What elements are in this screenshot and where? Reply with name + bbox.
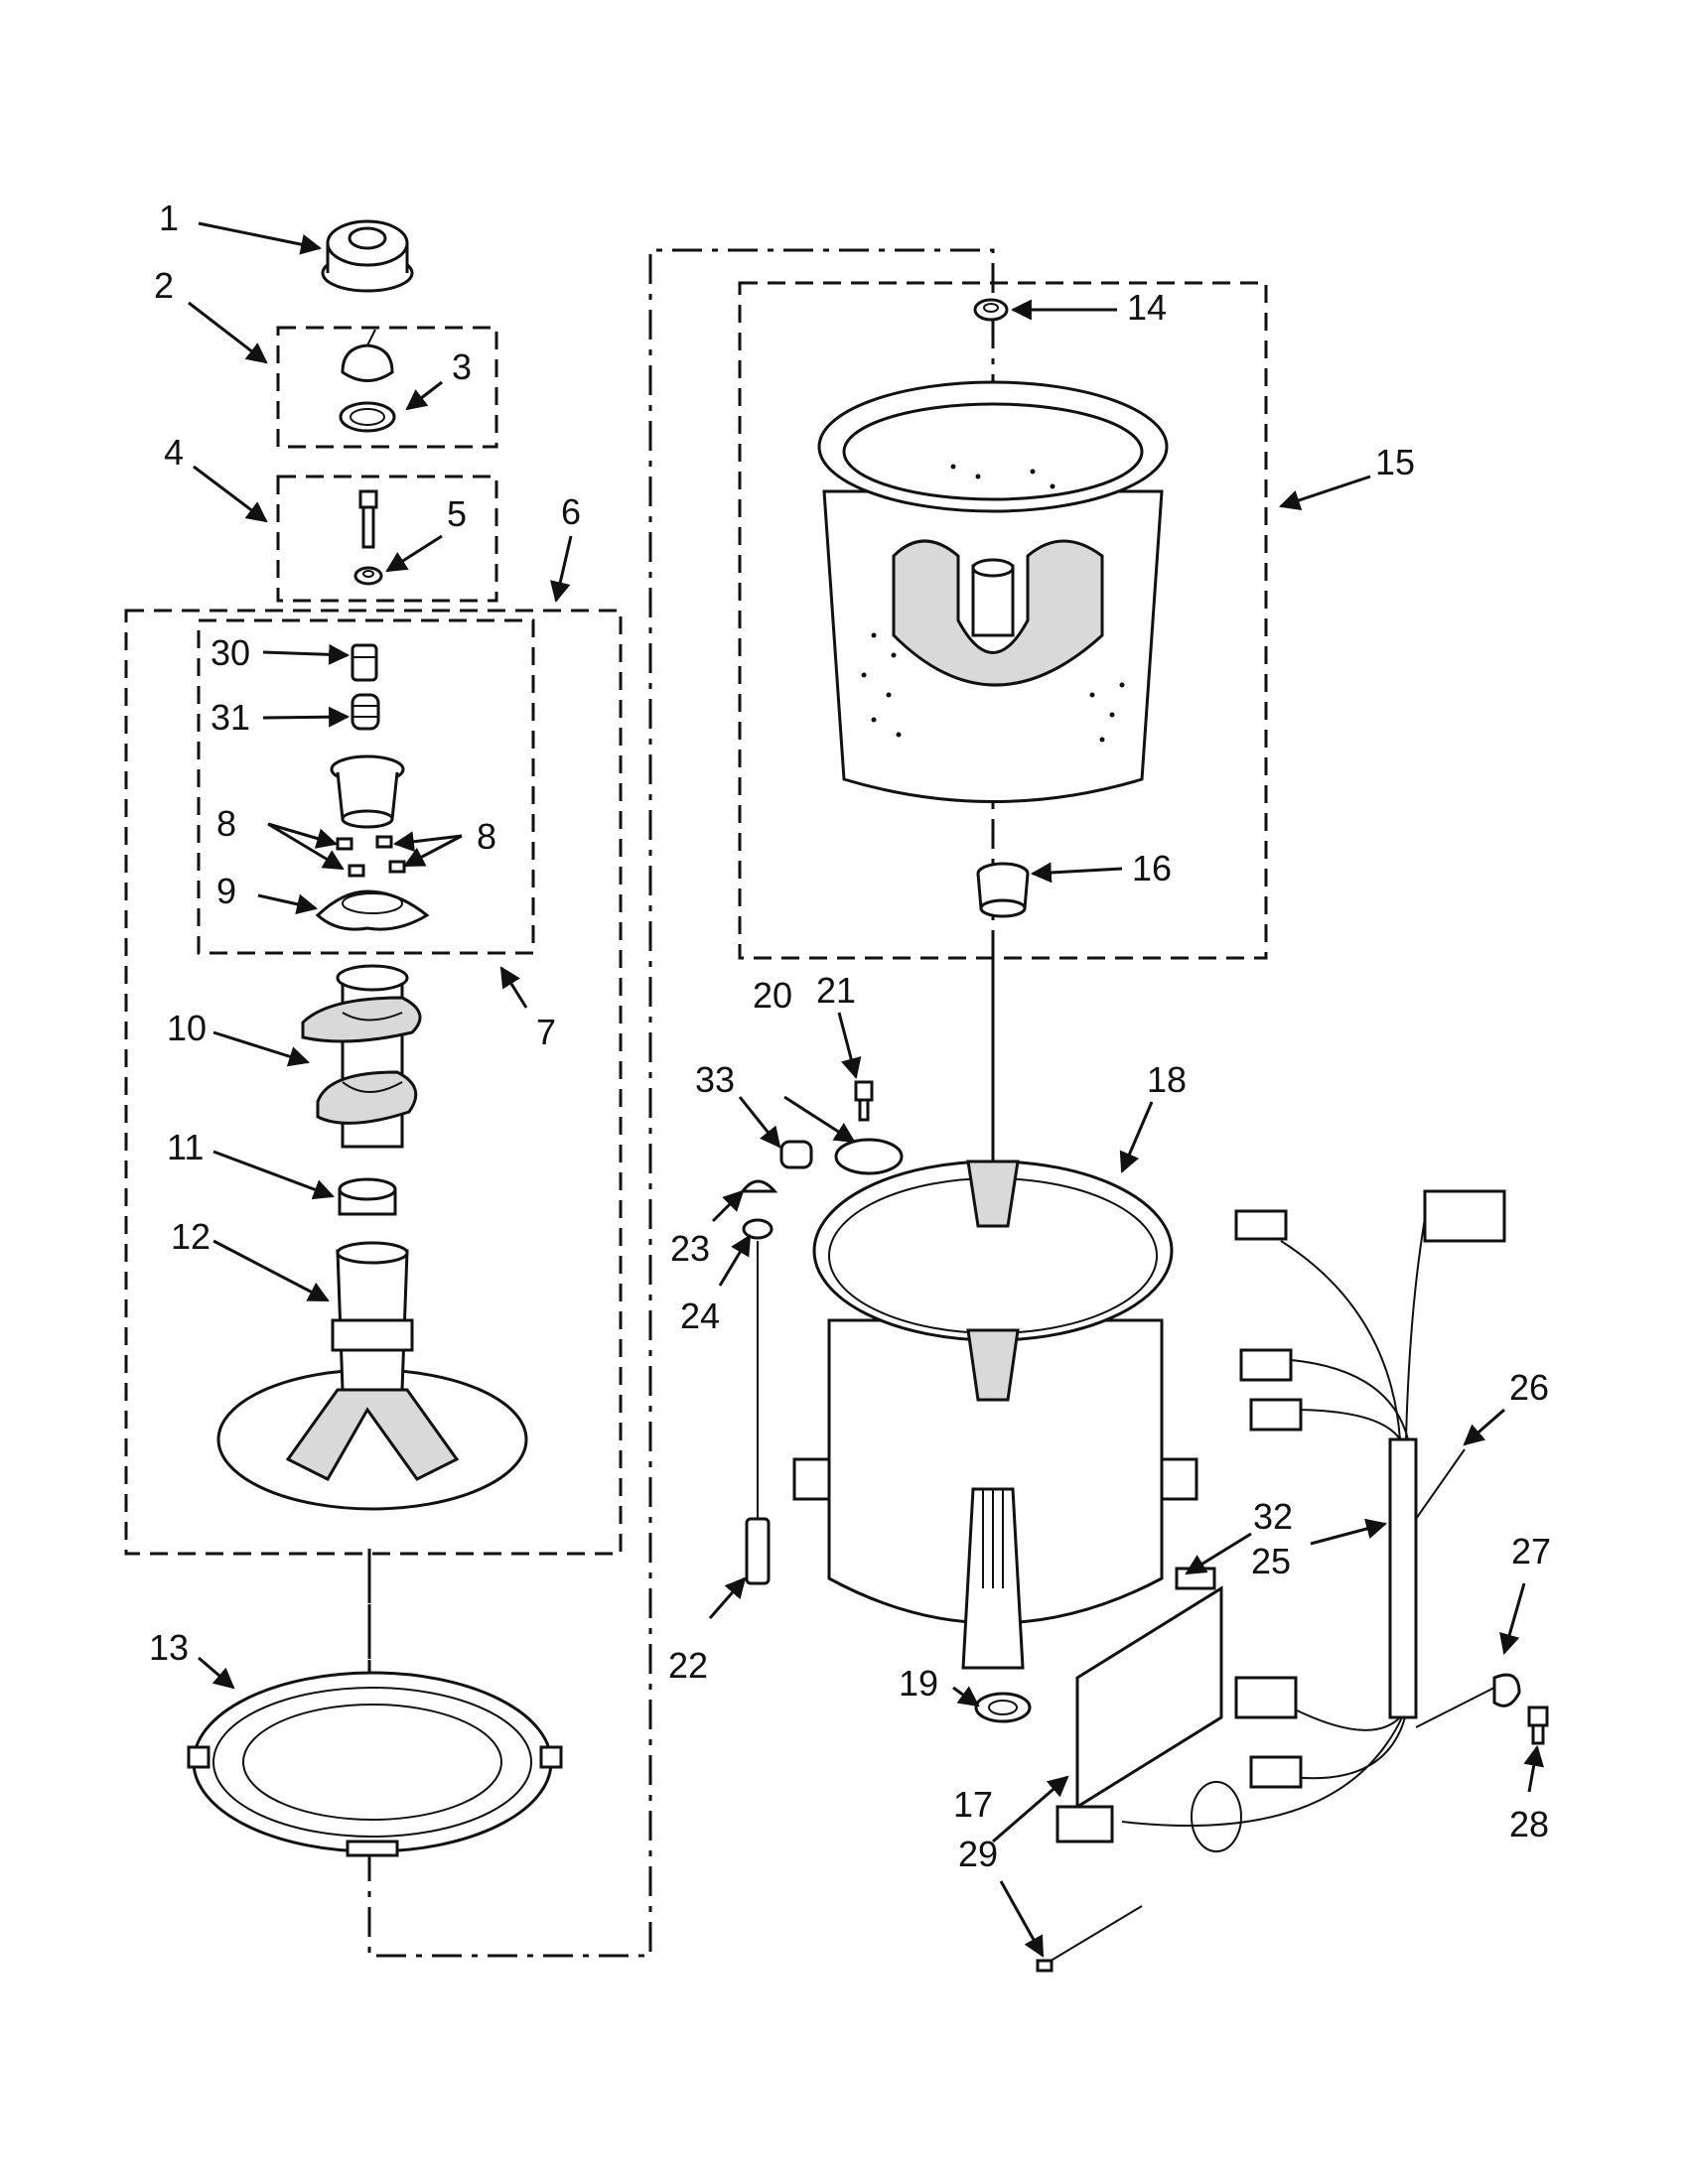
callout-22: 22 xyxy=(668,1645,708,1686)
group-box-4 xyxy=(276,475,498,603)
leader-arrows xyxy=(188,221,1545,1958)
callout-3: 3 xyxy=(452,346,472,387)
callout-labels: 1 2 3 4 5 6 7 8 8 9 10 11 12 13 14 15 16… xyxy=(149,198,1551,1874)
callout-23: 23 xyxy=(670,1228,710,1269)
callout-8-left: 8 xyxy=(216,803,236,844)
callout-26: 26 xyxy=(1509,1367,1549,1408)
part-10-auger xyxy=(301,964,422,1149)
callout-10: 10 xyxy=(167,1008,207,1048)
part-21-screw xyxy=(854,1080,874,1122)
callout-9: 9 xyxy=(216,871,236,911)
callout-16: 16 xyxy=(1132,848,1172,888)
callout-12: 12 xyxy=(171,1216,211,1257)
callout-28: 28 xyxy=(1509,1804,1549,1844)
part-2-clip xyxy=(341,329,394,382)
part-17-control-board xyxy=(1075,1585,1223,1810)
part-9-cam-ring xyxy=(315,889,430,931)
part-12-agitator-base xyxy=(216,1241,528,1511)
part-16-seal xyxy=(976,862,1030,918)
part-22-suspension-rod xyxy=(745,1241,771,1585)
group-box-6 xyxy=(124,609,623,1556)
part-8-dogs xyxy=(336,835,406,878)
callout-11: 11 xyxy=(167,1127,204,1167)
callout-18: 18 xyxy=(1147,1059,1187,1100)
callout-2: 2 xyxy=(154,265,174,306)
part-28-screw xyxy=(1527,1706,1549,1745)
part-14-nut xyxy=(973,298,1009,322)
callout-29: 29 xyxy=(958,1834,998,1874)
group-box-2 xyxy=(276,326,498,449)
part-4-bolt xyxy=(358,489,378,549)
callout-5: 5 xyxy=(447,493,467,534)
part-18-outer-tub xyxy=(792,1160,1198,1670)
part-1-agitator-cap xyxy=(321,219,414,293)
callout-19: 19 xyxy=(899,1663,938,1704)
part-15-wash-basket xyxy=(817,380,1169,803)
callout-7: 7 xyxy=(536,1012,556,1052)
part-5-washer xyxy=(353,566,383,586)
callout-24: 24 xyxy=(680,1296,720,1336)
callout-33: 33 xyxy=(695,1059,735,1100)
callout-25: 25 xyxy=(1251,1541,1291,1581)
part-31-spring xyxy=(351,693,380,731)
part-23-pivot-dome xyxy=(739,1179,778,1193)
part-3-seal-ring xyxy=(339,401,396,433)
callout-27: 27 xyxy=(1511,1531,1551,1571)
callout-17: 17 xyxy=(953,1784,993,1825)
part-11-bushing xyxy=(338,1177,397,1216)
assembly-connector-line xyxy=(367,248,995,1958)
callout-14: 14 xyxy=(1127,287,1167,328)
part-30-cap-piece xyxy=(351,643,378,682)
callout-31: 31 xyxy=(211,697,250,738)
callout-32: 32 xyxy=(1253,1496,1293,1537)
part-dog-cam xyxy=(330,754,405,829)
group-box-7 xyxy=(197,618,535,955)
part-24-ball xyxy=(742,1218,774,1240)
part-19-tub-seal xyxy=(974,1692,1032,1723)
group-box-15 xyxy=(738,281,1268,960)
part-29-cable-tie xyxy=(1036,1905,1143,1973)
callout-8-right: 8 xyxy=(477,816,496,857)
callout-1: 1 xyxy=(159,198,179,238)
callout-6: 6 xyxy=(561,491,581,532)
callout-13: 13 xyxy=(149,1627,189,1668)
callout-15: 15 xyxy=(1375,442,1415,482)
part-25-wire-harness xyxy=(1055,1189,1506,1852)
part-33-spring xyxy=(779,1140,813,1169)
part-13-hub-ring xyxy=(187,1671,563,1857)
part-32-connector xyxy=(1175,1567,1216,1590)
part-26-ground-wire xyxy=(1415,1448,1495,1728)
callout-30: 30 xyxy=(211,632,250,673)
callout-20: 20 xyxy=(753,975,792,1016)
callout-21: 21 xyxy=(816,970,856,1011)
callout-4: 4 xyxy=(164,432,184,473)
part-20-plate xyxy=(834,1138,904,1175)
part-27-clip xyxy=(1492,1673,1521,1707)
